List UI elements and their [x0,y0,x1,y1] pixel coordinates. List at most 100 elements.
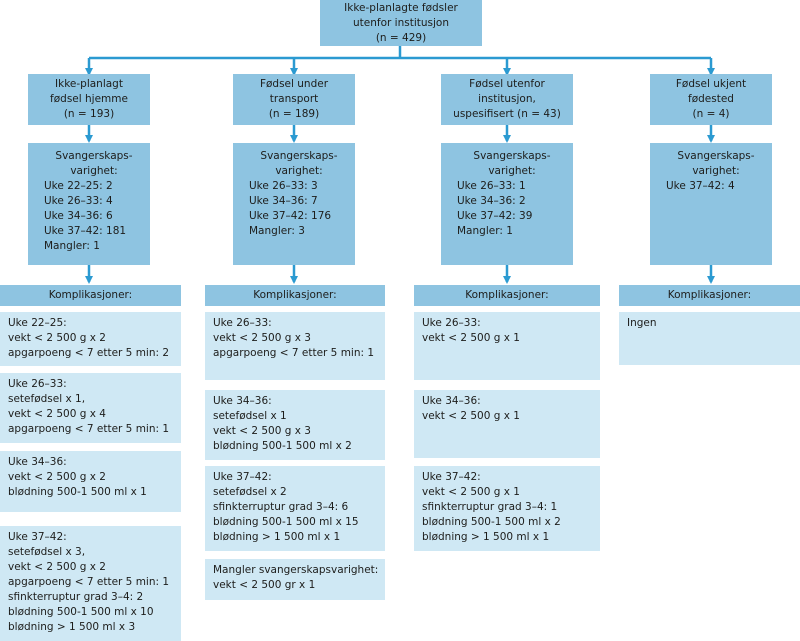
top-count: (n = 429) [375,31,427,44]
complications-header-ukjent: Komplikasjoner: [619,285,800,306]
detail-line: apgarpoeng < 7 etter 5 min: 2 [8,347,170,359]
detail-line: sfinkterruptur grad 3–4: 6 [213,501,349,513]
stat-line: Uke 37–42: 176 [249,210,332,222]
detail-line: Ingen [627,317,657,329]
detail-line: Uke 34–36: [8,456,67,468]
complications-header-transport: Komplikasjoner: [205,285,385,306]
detail-line: blødning > 1 500 ml x 1 [422,531,550,543]
stats-title: Svangerskaps- [260,150,338,162]
detail-box: Uke 37–42: setefødsel x 2 sfinkterruptur… [205,466,385,551]
detail-line: blødning 500-1 500 ml x 1 [8,486,147,498]
detail-line: Uke 37–42: [8,531,67,543]
detail-line: setefødsel x 1 [213,410,287,422]
gestation-node-hjemme: Svangerskaps- varighet: Uke 22–25: 2 Uke… [28,143,150,265]
detail-box: Uke 34–36: setefødsel x 1 vekt < 2 500 g… [205,390,385,460]
detail-box: Uke 26–33: vekt < 2 500 g x 1 [414,312,600,380]
stats-title: varighet: [488,165,536,177]
detail-line: Uke 37–42: [422,471,481,483]
detail-box: Ingen [619,312,800,365]
detail-line: Uke 22–25: [8,317,67,329]
detail-line: setefødsel x 1, [8,393,86,405]
detail-line: apgarpoeng < 7 etter 5 min: 1 [8,576,170,588]
detail-box: Uke 37–42: vekt < 2 500 g x 1 sfinkterru… [414,466,600,551]
category-count: (n = 4) [692,108,730,120]
top-title-2: utenfor institusjon [353,16,449,29]
complications-header-uspesifisert: Komplikasjoner: [414,285,600,306]
stat-line: Uke 37–42: 181 [44,225,127,237]
stat-line: Mangler: 1 [44,240,100,252]
category-node-transport: Fødsel under transport (n = 189) [233,74,355,125]
detail-line: Uke 26–33: [8,378,67,390]
detail-line: vekt < 2 500 gr x 1 [213,579,316,591]
gestation-node-uspesifisert: Svangerskaps- varighet: Uke 26–33: 1 Uke… [441,143,573,265]
stat-line: Uke 26–33: 1 [457,180,526,192]
detail-line: vekt < 2 500 g x 1 [422,410,520,422]
detail-line: vekt < 2 500 g x 1 [422,332,520,344]
detail-line: vekt < 2 500 g x 2 [8,332,106,344]
detail-line: vekt < 2 500 g x 3 [213,332,311,344]
gestation-node-transport: Svangerskaps- varighet: Uke 26–33: 3 Uke… [233,143,355,265]
category-label: Fødsel ukjent [675,78,747,90]
detail-line: sfinkterruptur grad 3–4: 1 [422,501,558,513]
detail-line: Uke 26–33: [422,317,481,329]
stats-title: Svangerskaps- [473,150,551,162]
stats-title: varighet: [275,165,323,177]
detail-line: sfinkterruptur grad 3–4: 2 [8,591,144,603]
detail-box: Uke 34–36: vekt < 2 500 g x 2 blødning 5… [0,451,181,512]
category-node-ukjent: Fødsel ukjent fødested (n = 4) [650,74,772,125]
detail-box: Uke 26–33: vekt < 2 500 g x 3 apgarpoeng… [205,312,385,380]
complications-header-hjemme: Komplikasjoner: [0,285,181,306]
stat-line: Uke 26–33: 4 [44,195,113,207]
stat-line: Mangler: 1 [457,225,513,237]
detail-line: Uke 37–42: [213,471,272,483]
detail-line: Uke 26–33: [213,317,272,329]
category-label: Ikke-planlagt [55,78,123,90]
stat-line: Mangler: 3 [249,225,305,237]
top-node: Ikke-planlagte fødsler utenfor institusj… [320,0,482,46]
stat-line: Uke 26–33: 3 [249,180,318,192]
detail-line: apgarpoeng < 7 etter 5 min: 1 [213,347,375,359]
detail-line: setefødsel x 2 [213,486,287,498]
category-count: (n = 193) [63,108,115,120]
detail-line: vekt < 2 500 g x 1 [422,486,520,498]
category-label: fødsel hjemme [50,93,128,105]
detail-line: Uke 34–36: [213,395,272,407]
category-label: Fødsel utenfor [469,78,545,90]
detail-line: blødning > 1 500 ml x 1 [213,531,341,543]
detail-line: vekt < 2 500 g x 2 [8,471,106,483]
detail-line: blødning 500-1 500 ml x 15 [213,516,359,528]
stat-line: Uke 34–36: 7 [249,195,318,207]
detail-line: vekt < 2 500 g x 4 [8,408,106,420]
category-count: (n = 189) [268,108,320,120]
category-label: transport [269,93,319,105]
category-label: Fødsel under [259,78,329,90]
stats-title: Svangerskaps- [55,150,133,162]
gestation-node-ukjent: Svangerskaps- varighet: Uke 37–42: 4 [650,143,772,265]
detail-line: blødning 500-1 500 ml x 2 [422,516,561,528]
detail-line: blødning > 1 500 ml x 3 [8,621,136,633]
detail-box: Uke 37–42: setefødsel x 3, vekt < 2 500 … [0,526,181,641]
detail-line: setefødsel x 3, [8,546,86,558]
stats-title: varighet: [70,165,118,177]
stat-line: Uke 22–25: 2 [44,180,113,192]
detail-box: Uke 26–33: setefødsel x 1, vekt < 2 500 … [0,373,181,443]
stat-line: Uke 34–36: 6 [44,210,113,222]
detail-line: blødning 500-1 500 ml x 10 [8,606,154,618]
stats-title: Svangerskaps- [677,150,755,162]
category-node-uspesifisert: Fødsel utenfor institusjon, uspesifisert… [441,74,573,125]
stat-line: Uke 37–42: 39 [457,210,533,222]
detail-line: Mangler svangerskapsvarighet: [213,564,379,576]
detail-box: Uke 22–25: vekt < 2 500 g x 2 apgarpoeng… [0,312,181,366]
detail-box: Uke 34–36: vekt < 2 500 g x 1 [414,390,600,458]
detail-box: Mangler svangerskapsvarighet: vekt < 2 5… [205,559,385,600]
top-title-1: Ikke-planlagte fødsler [344,1,458,14]
category-count: uspesifisert (n = 43) [453,108,561,120]
detail-line: vekt < 2 500 g x 3 [213,425,311,437]
detail-line: blødning 500-1 500 ml x 2 [213,440,352,452]
category-node-hjemme: Ikke-planlagt fødsel hjemme (n = 193) [28,74,150,125]
stats-title: varighet: [692,165,740,177]
stat-line: Uke 34–36: 2 [457,195,526,207]
stat-line: Uke 37–42: 4 [666,180,735,192]
category-label: fødested [688,93,734,105]
